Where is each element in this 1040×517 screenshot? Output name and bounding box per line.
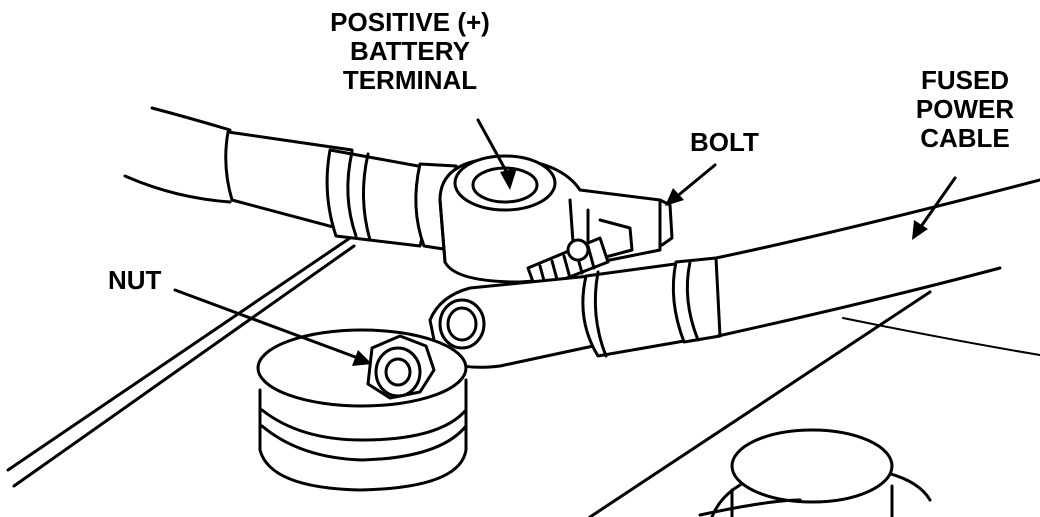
label-fused-line-1: FUSED <box>920 65 1010 95</box>
leader-lines <box>173 118 957 366</box>
battery-post-right <box>698 428 932 517</box>
label-fused-line-2: POWER <box>915 94 1015 124</box>
hex-nut <box>366 334 436 400</box>
label-positive-line-3: TERMINAL <box>342 65 478 95</box>
label-fused-line-3: CABLE <box>920 123 1010 153</box>
label-fused-power-cable: FUSED POWER CABLE <box>895 66 1035 153</box>
bolt-threads <box>526 236 610 292</box>
battery-case-lines <box>6 236 1040 517</box>
label-nut: NUT <box>108 265 162 295</box>
label-positive-line-1: POSITIVE (+) <box>330 7 490 37</box>
label-bolt: BOLT <box>690 127 759 157</box>
left-cable-crimp <box>224 130 458 252</box>
label-positive-line-2: BATTERY <box>350 36 470 66</box>
left-cable <box>123 106 232 204</box>
fused-power-cable <box>581 178 1040 358</box>
label-positive-battery-terminal: POSITIVE (+) BATTERY TERMINAL <box>300 8 520 95</box>
